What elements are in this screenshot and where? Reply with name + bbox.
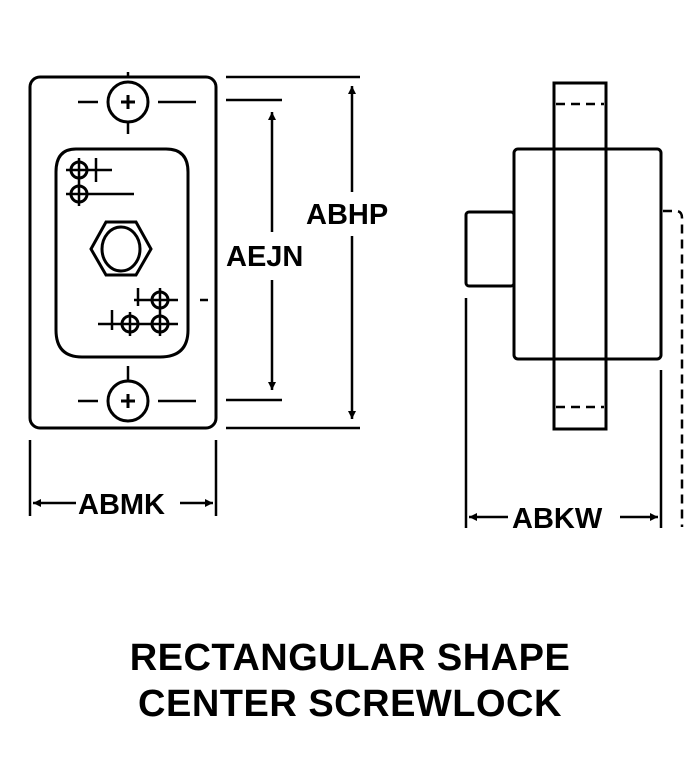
bottom-mounting-screw-icon [78, 366, 196, 423]
abhp-label: ABHP [306, 199, 388, 231]
front-view [28, 72, 360, 516]
caption-title: RECTANGULAR SHAPE [129, 637, 571, 679]
hex-screwlock-icon [89, 220, 153, 277]
lower-contacts-icon [98, 288, 208, 336]
connector-insert [54, 147, 190, 359]
mounting-flange [28, 75, 218, 430]
top-mounting-screw-icon [78, 72, 196, 134]
side-flange [552, 81, 608, 431]
side-view [464, 81, 684, 528]
aejn-label: AEJN [226, 241, 303, 273]
abkw-dimension [464, 298, 663, 528]
aejn-dimension [226, 98, 282, 402]
caption-subtitle: CENTER SCREWLOCK [138, 683, 562, 725]
screwlock-stub [464, 210, 516, 288]
connector-body [512, 147, 663, 361]
abmk-dimension [28, 440, 218, 516]
hidden-mating-profile [663, 209, 684, 527]
abkw-label: ABKW [512, 503, 603, 535]
abmk-label: ABMK [78, 489, 165, 521]
upper-contacts-icon [66, 158, 134, 206]
abhp-dimension [226, 75, 360, 430]
